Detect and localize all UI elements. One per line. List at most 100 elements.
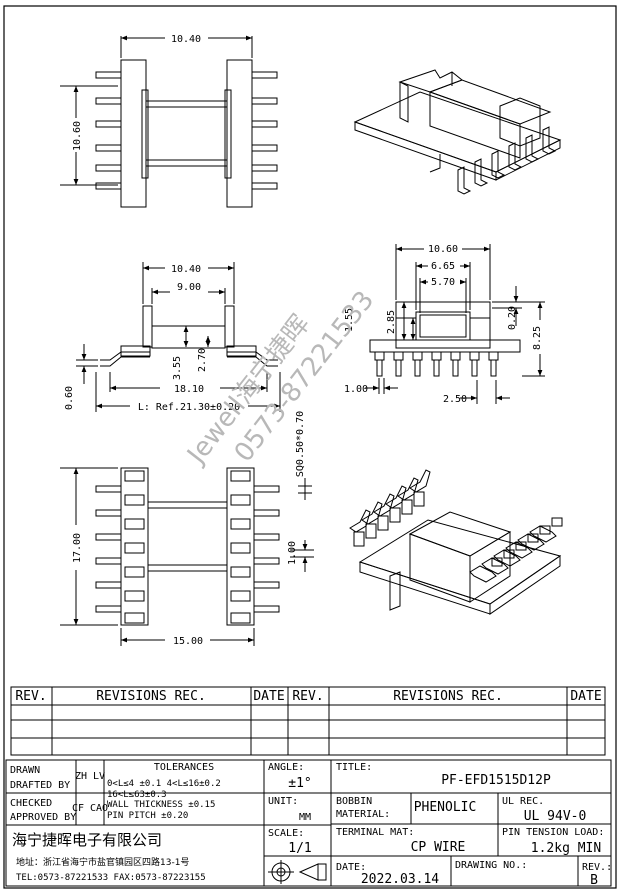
dim-end-pitch: 2.50 xyxy=(443,394,467,405)
dim-end-w3: 5.70 xyxy=(431,277,455,288)
dim-side-core: 9.00 xyxy=(177,282,201,293)
tb-unit-value: MM xyxy=(299,812,311,823)
pin xyxy=(251,182,278,190)
pin xyxy=(471,359,478,377)
pin xyxy=(95,144,122,152)
dim-bottom-pitch: 1.00 xyxy=(287,541,298,565)
pin xyxy=(95,120,122,128)
iso-fin xyxy=(529,525,557,543)
tb-date-value: 2022.03.14 xyxy=(361,872,439,887)
revision-table xyxy=(10,686,606,756)
tb-material-label: MATERIAL: xyxy=(336,809,390,820)
end-view xyxy=(365,244,545,404)
pin xyxy=(253,581,280,589)
tb-title-value: PF-EFD1515D12P xyxy=(441,773,551,788)
tb-address: 地址：浙江省海宁市盐官镇园区四路13-1号 xyxy=(16,856,189,868)
dim-side-thick: 0.60 xyxy=(64,386,75,410)
pin xyxy=(253,533,280,541)
pin xyxy=(95,97,122,105)
tb-tel: TEL:0573-87221533 FAX:0573-87223155 xyxy=(16,873,206,883)
tb-tol-line4: PIN PITCH ±0.20 xyxy=(107,811,188,821)
pin xyxy=(251,120,278,128)
dim-side-length: L: Ref.21.30±0.20 xyxy=(138,402,240,413)
pin-base xyxy=(431,351,442,361)
tb-checked-label: CHECKED xyxy=(10,798,52,809)
pin-slot xyxy=(124,518,145,530)
tb-scale-value: 1/1 xyxy=(288,841,311,856)
iso-fin-block xyxy=(401,499,413,515)
iso-fin-block xyxy=(365,523,377,539)
tb-date-label: DATE: xyxy=(336,862,366,873)
pin xyxy=(95,71,122,79)
tb-ulrec-value: UL 94V-0 xyxy=(524,809,587,824)
rev-col-rev-left: REV. xyxy=(15,689,46,704)
rev-col-rec-right: REVISIONS REC. xyxy=(393,689,503,704)
tb-tol-line1: 0<L≤4 ±0.1 4<L≤16±0.2 xyxy=(107,779,221,789)
iso-fin-block xyxy=(413,491,425,507)
pin xyxy=(433,359,440,377)
pin-slot xyxy=(230,518,251,530)
rev-col-date-right: DATE xyxy=(570,689,601,704)
dim-pin-sq: SQ0.50*0.70 xyxy=(295,411,306,477)
pin xyxy=(251,71,278,79)
pin-base xyxy=(393,351,404,361)
iso-fin xyxy=(349,509,371,533)
iso-fin-block xyxy=(377,515,389,531)
rev-col-date-left: DATE xyxy=(253,689,284,704)
pin-slot xyxy=(230,612,251,624)
iso-fin xyxy=(505,541,533,559)
dim-end-w2: 6.65 xyxy=(431,261,455,272)
tb-drawn-label: DRAWN xyxy=(10,765,40,776)
pin-slot xyxy=(124,494,145,506)
title-block xyxy=(5,759,612,887)
iso-view-bottom xyxy=(349,469,563,615)
iso-pin xyxy=(491,150,506,179)
bottom-view xyxy=(60,467,314,646)
dim-bottom-height: 17.00 xyxy=(72,533,83,563)
pin xyxy=(251,97,278,105)
tb-scale-label: SCALE: xyxy=(268,828,304,839)
pin xyxy=(95,164,122,172)
sheet-border xyxy=(3,5,617,889)
dim-side-inner: 10.40 xyxy=(171,264,201,275)
pin xyxy=(253,605,280,613)
tb-terminal-value: CP WIRE xyxy=(411,840,466,855)
pin xyxy=(95,509,122,517)
pin-slot xyxy=(124,590,145,602)
pin xyxy=(95,557,122,565)
tb-material-value: PHENOLIC xyxy=(414,800,477,815)
rev-col-rec-left: REVISIONS REC. xyxy=(96,689,206,704)
pin xyxy=(395,359,402,377)
tb-tol-line2: 16<L≤63±0.3 xyxy=(107,790,167,800)
tb-rev-label: REV.: xyxy=(582,862,612,873)
dim-side-span: 18.10 xyxy=(174,384,204,395)
dim-end-h4: 8.25 xyxy=(532,326,543,350)
tb-angle-value: ±1° xyxy=(288,776,311,791)
iso-fin xyxy=(517,533,545,551)
iso-pin xyxy=(525,134,540,163)
iso-fin-tip xyxy=(551,517,563,527)
pin-base xyxy=(450,351,461,361)
pin xyxy=(376,359,383,377)
tb-drawing-label: DRAWING NO.: xyxy=(455,860,527,871)
tb-approved-value: CF CAO xyxy=(72,803,108,814)
pin-base xyxy=(412,351,423,361)
tb-drafted-label: DRAFTED BY xyxy=(10,780,70,791)
pin xyxy=(95,533,122,541)
iso-pin xyxy=(474,158,489,187)
iso-pin xyxy=(457,166,472,195)
pin xyxy=(253,485,280,493)
pin xyxy=(253,509,280,517)
iso-fin-tip xyxy=(539,525,551,535)
iso-pin xyxy=(508,142,523,171)
tb-ulrec-label: UL REC. xyxy=(502,796,544,807)
pin xyxy=(95,485,122,493)
dim-top-width: 10.40 xyxy=(171,34,201,45)
side-view xyxy=(76,262,281,412)
pin xyxy=(95,581,122,589)
pin-base xyxy=(488,351,499,361)
tb-tol-line3: WALL THICKNESS ±0.15 xyxy=(107,800,215,810)
iso-view-top xyxy=(353,69,562,195)
pin xyxy=(251,144,278,152)
